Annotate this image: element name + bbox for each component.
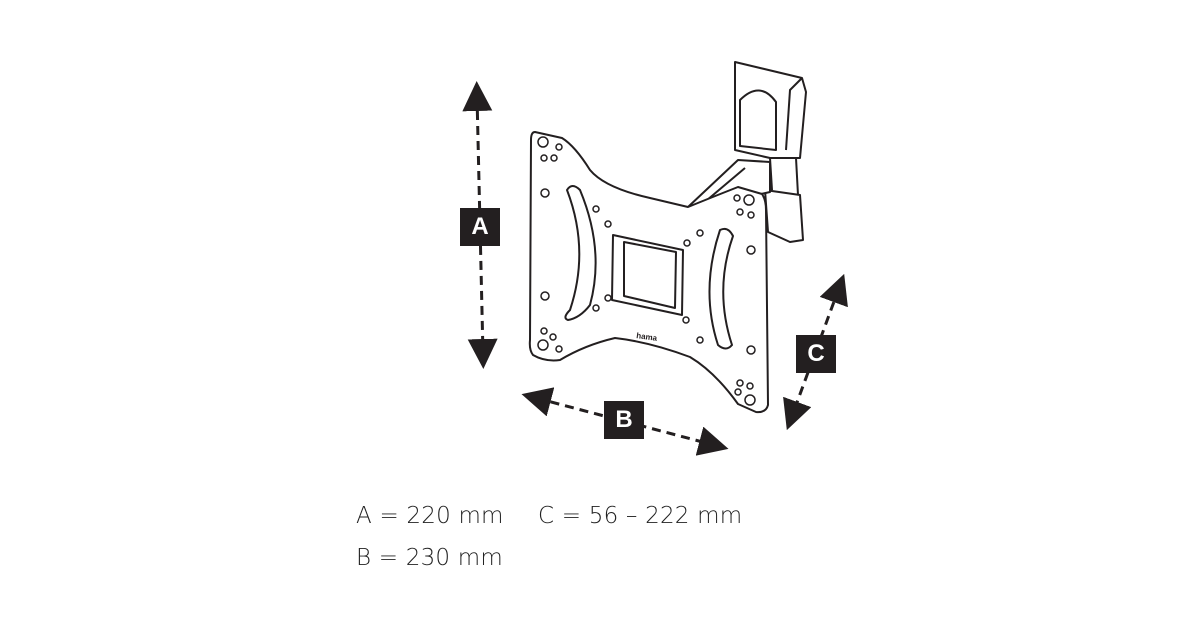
dimension-c-text: C = 56 – 222 mm <box>538 503 743 529</box>
label-c: C <box>796 335 836 373</box>
label-b: B <box>604 401 644 439</box>
brand-logo: hama <box>636 331 658 343</box>
dimension-b-text: B = 230 mm <box>356 545 503 571</box>
dimension-a-text: A = 220 mm <box>356 503 504 529</box>
wall-bracket <box>734 61 807 243</box>
label-a: A <box>460 208 500 246</box>
dimension-arrow-a <box>462 81 498 369</box>
